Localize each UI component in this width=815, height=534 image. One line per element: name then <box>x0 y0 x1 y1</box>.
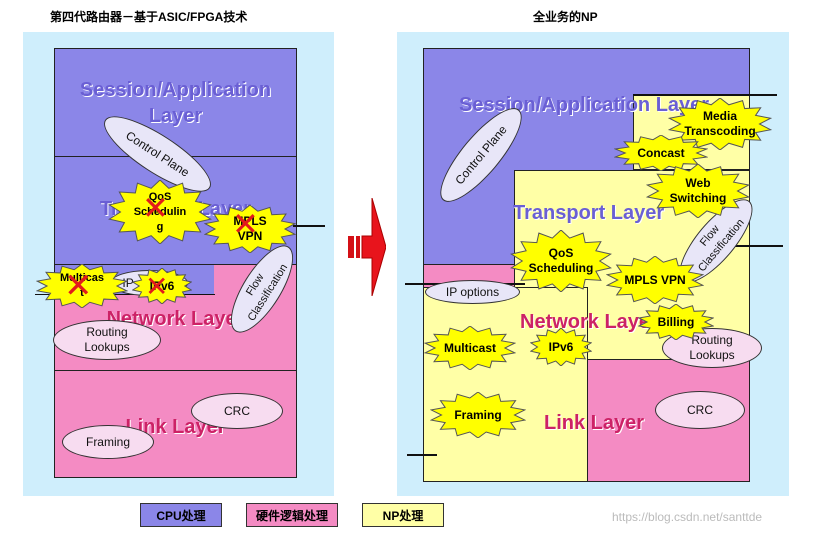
left-transport-connector-line <box>293 225 325 227</box>
left-mpls-cross-mark: ✕ <box>232 205 259 243</box>
transition-arrow-icon <box>348 198 386 296</box>
left-qos-scheduling-star: QoS Schedulin g <box>108 180 212 244</box>
left-routing-lookups-ellipse: Routing Lookups <box>53 320 161 360</box>
left-multicast-cross-mark: ✕ <box>64 266 93 306</box>
legend-cpu-processing: CPU处理 <box>140 503 222 527</box>
legend-hardware-logic-processing: 硬件逻辑处理 <box>246 503 338 527</box>
left-multicast-star: Multicas t <box>36 264 128 308</box>
left-diagram-title: 第四代路由器－基于ASIC/FPGA技术 <box>50 10 248 24</box>
left-network-connector-line <box>35 294 215 295</box>
starburst-shape <box>531 328 591 366</box>
starburst-shape <box>511 230 610 292</box>
right-diagram-title: 全业务的NP <box>533 10 598 24</box>
left-session-layer-label: Session/Application Layer <box>79 79 272 127</box>
starburst-shape <box>639 304 713 340</box>
starburst-shape <box>133 268 191 304</box>
right-session-connector-line <box>633 94 777 96</box>
right-framing-star: Framing <box>430 392 526 438</box>
right-link-layer-label: Link Layer <box>544 412 645 434</box>
right-session-layer-label: Session/Application Layer <box>459 94 710 116</box>
right-concast-star: Concast <box>614 135 708 171</box>
left-qos-cross-mark: ✕ <box>142 189 169 227</box>
starburst-shape <box>607 256 702 304</box>
left-session-block <box>54 48 297 157</box>
right-transport-layer-label: Transport Layer <box>513 202 665 224</box>
right-ip-options-ellipse: IP options <box>425 280 520 304</box>
right-web-switching-star: Web Switching <box>646 164 750 218</box>
starburst-shape <box>205 205 295 253</box>
starburst-shape <box>431 392 525 438</box>
legend-np-processing: NP处理 <box>362 503 444 527</box>
starburst-shape <box>425 326 515 370</box>
right-link-connector-line <box>407 454 437 456</box>
starburst-shape <box>669 98 770 150</box>
right-billing-star: Billing <box>638 304 714 340</box>
right-np-lower-region <box>423 287 588 482</box>
left-crc-ellipse: CRC <box>191 393 283 429</box>
right-routing-lookups-ellipse: Routing Lookups <box>662 328 762 368</box>
right-crc-ellipse: CRC <box>655 391 745 429</box>
right-media-transcoding-star: Media Transcoding <box>668 98 772 150</box>
left-framing-ellipse: Framing <box>62 425 154 459</box>
left-ipv6-cross-mark: ✕ <box>145 270 169 303</box>
starburst-shape <box>615 135 707 171</box>
right-multicast-star: Multicast <box>424 326 516 370</box>
right-mpls-vpn-star: MPLS VPN <box>606 256 704 304</box>
starburst-shape <box>109 180 210 244</box>
starburst-shape <box>37 264 127 308</box>
right-network-layer-label: Network Layer <box>520 311 658 333</box>
watermark-text: https://blog.csdn.net/santtde <box>612 510 763 524</box>
right-transport-connector-line <box>697 245 783 247</box>
left-ipv6-star: IPv6 <box>132 268 192 304</box>
right-ipv6-star: IPv6 <box>530 328 592 366</box>
left-mpls-vpn-star: MPLS VPN <box>204 205 296 253</box>
starburst-shape <box>647 164 748 218</box>
right-qos-scheduling-star: QoS Scheduling <box>510 230 612 292</box>
